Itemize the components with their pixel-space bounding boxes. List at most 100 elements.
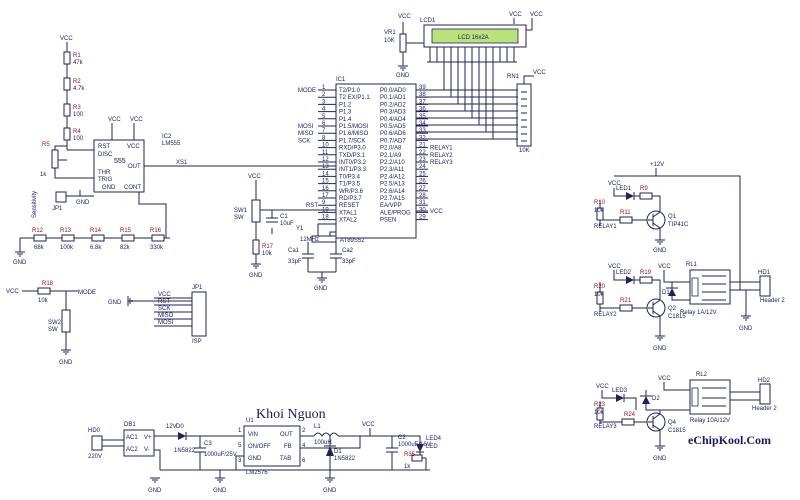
u1-val: LM2576 — [246, 470, 268, 476]
c3-ref: C3 — [204, 441, 212, 447]
top-12v: +12V — [650, 162, 664, 168]
q4-ref: Q4 — [668, 420, 677, 426]
r14-ref: R14 — [90, 228, 102, 234]
y1-ref: Y1 — [296, 226, 304, 232]
ic1-right-pin-label: P0.2/AD2 — [380, 102, 406, 108]
ic1-right-pin-label: P0.7/AD7 — [380, 138, 406, 144]
ic1-right-pin-label: P0.5/AD5 — [380, 124, 406, 130]
ic1-left-pin-label: P1.2 — [339, 102, 352, 108]
u1-pin-out: OUT — [280, 432, 293, 438]
vr1-ref: VR1 — [384, 30, 396, 36]
l1-ref: L1 — [314, 424, 321, 430]
bridge-vp: V+ — [144, 435, 152, 441]
u1-num-6: 6 — [302, 458, 306, 464]
d1-relay-symbol — [668, 288, 676, 296]
rn1-network: RN1 VCC 10K — [507, 70, 546, 154]
ic1-left-pin-num: 2 — [322, 92, 326, 98]
r23-val: 10k — [594, 410, 605, 416]
led2-symbol — [626, 276, 634, 284]
ic2-chip: 555 — [114, 158, 126, 165]
ic1-right-net-label: RELAY2 — [430, 153, 453, 159]
ic1-right-net-label: RELAY3 — [430, 160, 453, 166]
relay1-net: RELAY1 — [594, 224, 617, 230]
d0-symbol — [178, 432, 186, 440]
sw1-val: SW — [234, 215, 244, 221]
ic2-pin-out: OUT — [128, 164, 141, 170]
rl2-coil — [691, 387, 699, 407]
rst-net: RST — [306, 203, 318, 209]
u1-pin-gnd: GND — [248, 456, 262, 462]
mode-net: MODE — [78, 290, 96, 296]
d0-ref: D0 — [176, 424, 184, 430]
pwr-gnd-1: GND — [148, 488, 162, 494]
ic1-left-pin-num: 12 — [322, 157, 329, 163]
q2-symbol — [646, 298, 666, 318]
bot-vcc: VCC — [658, 376, 671, 382]
r17-ref: R17 — [262, 244, 274, 250]
ic2-pin-rst: RST — [98, 144, 110, 150]
ic1-left-pin-num: 10 — [322, 143, 329, 149]
relay-driver-bottom: VCC VCC LED3 D2 R23 10k RELAY3 R24 Q4 C1… — [594, 372, 777, 462]
ic1-right-pin-num: 37 — [419, 99, 426, 105]
q1-val: TIP41C — [668, 222, 689, 228]
u1-pin-onoff: ON/OFF — [248, 444, 271, 450]
top-vcc: VCC — [608, 181, 621, 187]
u1-num-3: 3 — [238, 458, 242, 464]
power-title: Khoi Nguon — [256, 407, 326, 422]
r18-ref: R18 — [42, 281, 54, 287]
r23-body — [596, 407, 604, 421]
isp-net-4: MOSI — [158, 320, 174, 326]
lcd-vcc: VCC — [509, 12, 522, 18]
ic2-part: LM555 — [162, 141, 181, 147]
hd1-body — [759, 275, 771, 297]
u1-ref: U1 — [246, 418, 254, 424]
reset-gnd: GND — [249, 273, 263, 279]
ic2-ref: IC2 — [162, 134, 172, 140]
ic2-timer: RST DISC THR TRIG GND VCC OUT CONT 555 I… — [93, 117, 336, 238]
ic1-right-pin-num: 32 — [419, 135, 426, 141]
led3-symbol — [616, 394, 624, 402]
r2-val: 4.7k — [73, 86, 85, 92]
ic1-right-pin-num: 22 — [419, 150, 426, 156]
mid-vcc: VCC — [608, 264, 621, 270]
q4-gnd: GND — [653, 456, 667, 462]
ic2-pin-cont: CONT — [124, 185, 141, 191]
ic1-right-pin-num: 39 — [419, 85, 426, 91]
r3-body — [63, 103, 71, 117]
rn1-val: 10K — [519, 148, 530, 154]
ic1-right-pin-label: P0.1/AD1 — [380, 95, 406, 101]
c2-ref: C2 — [398, 435, 406, 441]
q2-ref: Q2 — [668, 306, 677, 312]
ic1-left-pin-label: T2 EX/P1.1 — [339, 95, 370, 101]
ic1-right-pin-label: P2.2/A10 — [380, 160, 405, 166]
ic2-pin-vcc: VCC — [127, 144, 140, 150]
sw2-val: SW — [48, 327, 58, 333]
ic1-right-pin-num: 21 — [419, 143, 426, 149]
r11-body — [619, 216, 633, 224]
jp-gnd: GND — [76, 200, 90, 206]
lcd-screen — [431, 28, 519, 44]
chain-vcc: VCC — [60, 36, 73, 42]
r5-val: 1k — [40, 172, 47, 178]
hd0-ref: HD0 — [88, 428, 101, 434]
hd1-gnd: GND — [739, 326, 753, 332]
pwr-gnd-2: GND — [213, 488, 227, 494]
bridge-vm: V- — [144, 447, 150, 453]
r14-body — [91, 234, 105, 242]
ic1-left-pin-num: 8 — [322, 135, 326, 141]
rl1-val: Relay 1A/12V — [680, 310, 717, 316]
isp-ref: JP1 — [192, 285, 203, 291]
r15-body — [121, 234, 135, 242]
r16-val: 330k — [150, 245, 164, 251]
isp-gnd: GND — [108, 300, 122, 306]
sensitivity-label: Sensitivity — [32, 191, 38, 218]
ic1-left-pin-num: 16 — [322, 186, 329, 192]
ic1-right-pin-num: 26 — [419, 179, 426, 185]
ic1-left-pin-num: 9 — [322, 200, 326, 206]
r24-body — [621, 418, 635, 426]
d2-symbol — [642, 396, 650, 404]
ca2-val: 33pF — [342, 259, 356, 265]
ic1-right-pin-num: 30 — [419, 207, 426, 213]
ic1-left-pin-num: 13 — [322, 164, 329, 170]
